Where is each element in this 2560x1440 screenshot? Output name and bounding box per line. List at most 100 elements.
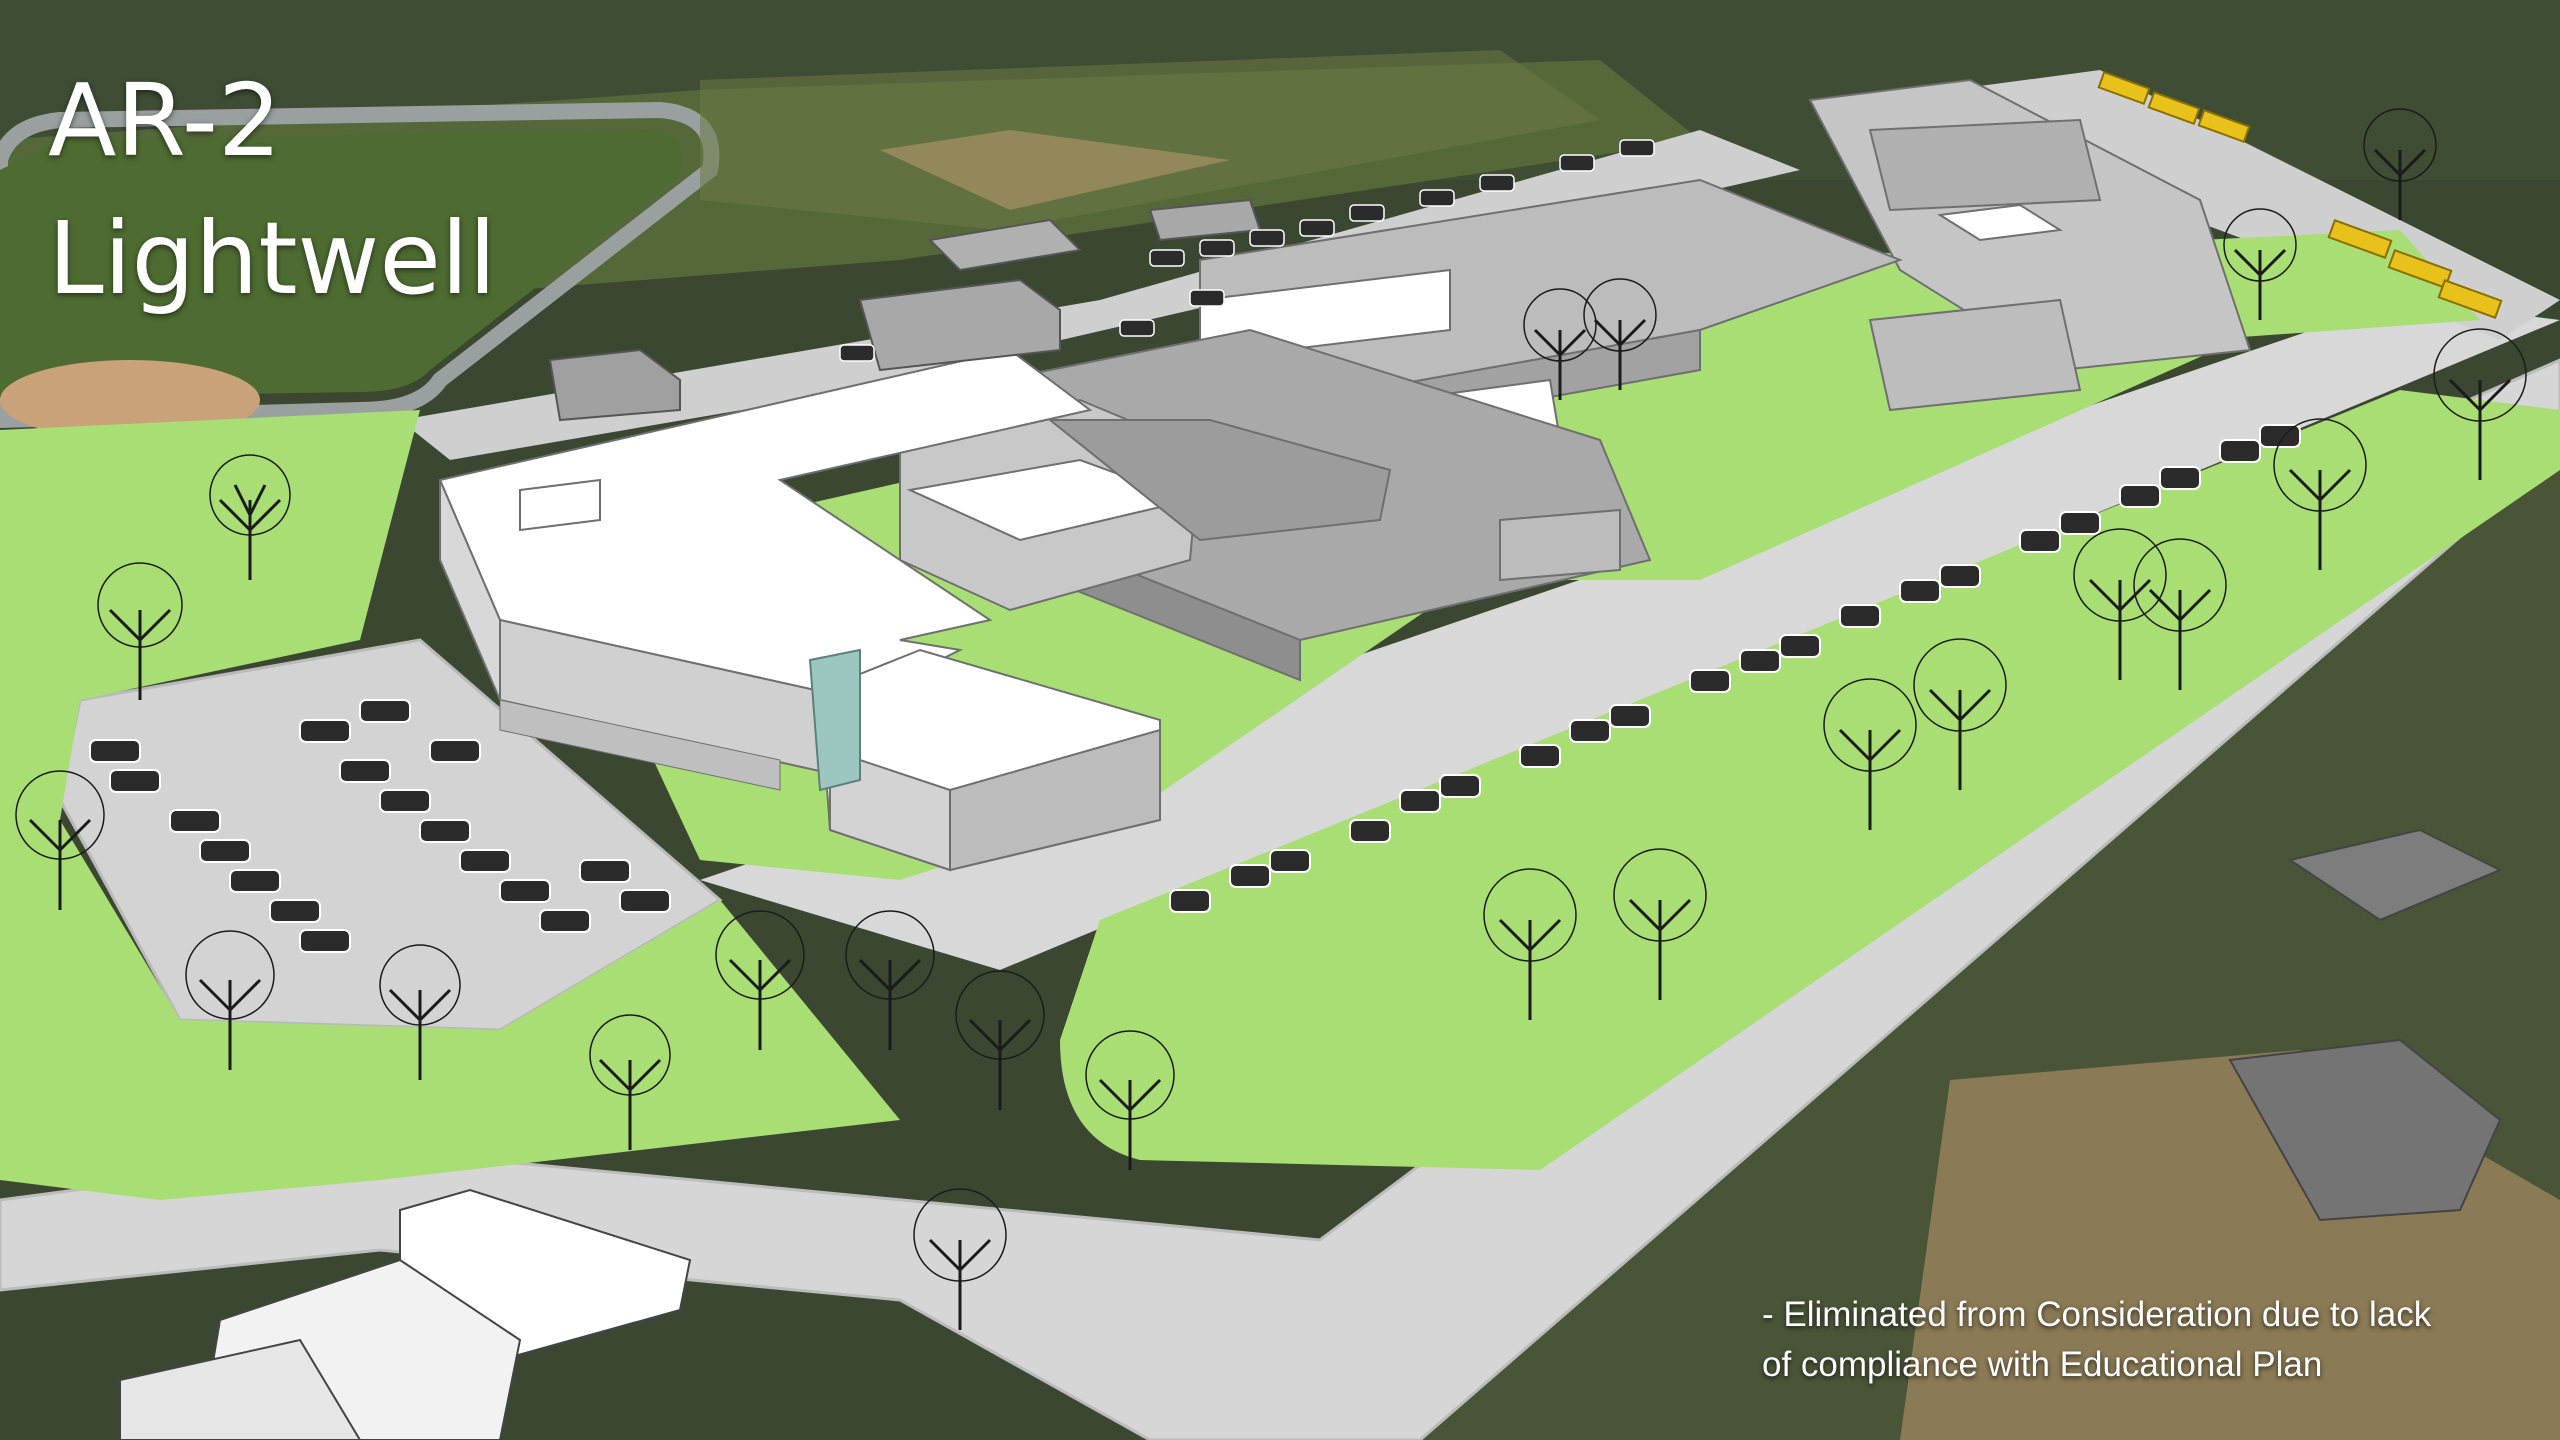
car-icon [1479, 174, 1515, 192]
parked-cars-front-lot [89, 699, 671, 953]
bare-tree-icon [97, 562, 183, 700]
car-icon [359, 699, 411, 723]
car-icon [1269, 849, 1311, 873]
car-icon [1149, 249, 1185, 267]
car-icon [1559, 154, 1595, 172]
school-east-wing [1808, 78, 2252, 412]
car-icon [269, 899, 321, 923]
main-road [0, 358, 2560, 1440]
car-icon [1349, 204, 1385, 222]
car-icon [1399, 789, 1441, 813]
school-bus-icon [2387, 249, 2453, 289]
running-track [0, 101, 720, 429]
car-icon [199, 839, 251, 863]
car-icon [2219, 439, 2261, 463]
car-icon [1609, 704, 1651, 728]
car-icon [1739, 649, 1781, 673]
car-icon [429, 739, 481, 763]
softball-infield [0, 360, 260, 440]
car-icon [2119, 484, 2161, 508]
bare-tree-icon [1583, 278, 1657, 390]
bare-tree-icon [379, 944, 461, 1080]
car-icon [299, 929, 351, 953]
car-icon [1839, 604, 1881, 628]
car-icon [1619, 139, 1655, 157]
car-icon [1689, 669, 1731, 693]
school-bus-icon [2327, 219, 2393, 259]
car-icon [1899, 579, 1941, 603]
bare-tree-icon [1483, 868, 1577, 1020]
bare-tree-icon [913, 1188, 1007, 1330]
bare-tree-icon [955, 970, 1045, 1110]
car-icon [109, 769, 161, 793]
car-icon [459, 849, 511, 873]
car-icon [1119, 319, 1155, 337]
school-bus-icon [2197, 108, 2251, 144]
bare-tree-icon [2363, 108, 2437, 220]
school-bus-icon [2437, 279, 2503, 319]
bare-tree-icon [2433, 328, 2527, 480]
bare-tree-icon [715, 910, 805, 1050]
north-outbuildings [548, 198, 1262, 422]
lawn-south [1060, 390, 2560, 1170]
car-icon [1249, 229, 1285, 247]
trees [15, 108, 2527, 1330]
car-icon [1939, 564, 1981, 588]
neighbor-houses-east [2228, 828, 2503, 1222]
car-icon [579, 859, 631, 883]
car-icon [1189, 289, 1225, 307]
school-main-building [438, 348, 1161, 872]
car-icon [1419, 189, 1455, 207]
car-icon [1439, 774, 1481, 798]
bare-tree-icon [1823, 678, 1917, 830]
car-icon [1169, 889, 1211, 913]
sports-field [0, 130, 682, 398]
car-icon [229, 869, 281, 893]
access-road-east [700, 300, 2560, 970]
bare-tree-icon [1913, 638, 2007, 790]
bare-tree-icon [185, 930, 275, 1070]
car-icon [1779, 634, 1821, 658]
car-icon [299, 719, 351, 743]
bare-tree-icon [845, 910, 935, 1050]
school-buses [2097, 70, 2503, 319]
residence-southwest [119, 1188, 692, 1440]
car-icon [539, 909, 591, 933]
car-icon [2059, 511, 2101, 535]
parked-cars-south-row [1169, 424, 2301, 913]
elimination-note-line-1: - Eliminated from Consideration due to l… [1762, 1295, 2432, 1334]
bare-tree-icon [2273, 418, 2367, 570]
slide-title: AR-2 Lightwell [48, 52, 496, 328]
car-icon [1299, 219, 1335, 237]
slide-title-line-2: Lightwell [48, 200, 497, 317]
bare-tree-icon [2223, 208, 2297, 320]
elimination-note: - Eliminated from Consideration due to l… [1762, 1290, 2522, 1390]
car-icon [1519, 744, 1561, 768]
car-icon [1349, 819, 1391, 843]
car-icon [839, 344, 875, 362]
school-gymnasium [899, 398, 1392, 612]
car-icon [419, 819, 471, 843]
car-icon [1569, 719, 1611, 743]
bare-tree-icon [2133, 538, 2227, 690]
car-icon [619, 889, 671, 913]
car-icon [1229, 864, 1271, 888]
car-icon [2019, 529, 2061, 553]
bare-tree-icon [209, 454, 291, 580]
car-icon [1199, 239, 1235, 257]
north-parking-strip [400, 130, 1800, 460]
school-bus-icon [2147, 90, 2201, 126]
car-icon [379, 789, 431, 813]
car-icon [169, 809, 221, 833]
bare-tree-icon [589, 1014, 671, 1150]
slide-title-line-1: AR-2 [48, 62, 282, 179]
bare-tree-icon [1523, 288, 1597, 400]
car-icon [2159, 466, 2201, 490]
elimination-note-line-2: of compliance with Educational Plan [1762, 1345, 2323, 1384]
car-icon [339, 759, 391, 783]
school-bus-icon [2097, 70, 2151, 106]
bare-tree-icon [1613, 848, 1707, 1000]
lawn-west [0, 410, 900, 1200]
